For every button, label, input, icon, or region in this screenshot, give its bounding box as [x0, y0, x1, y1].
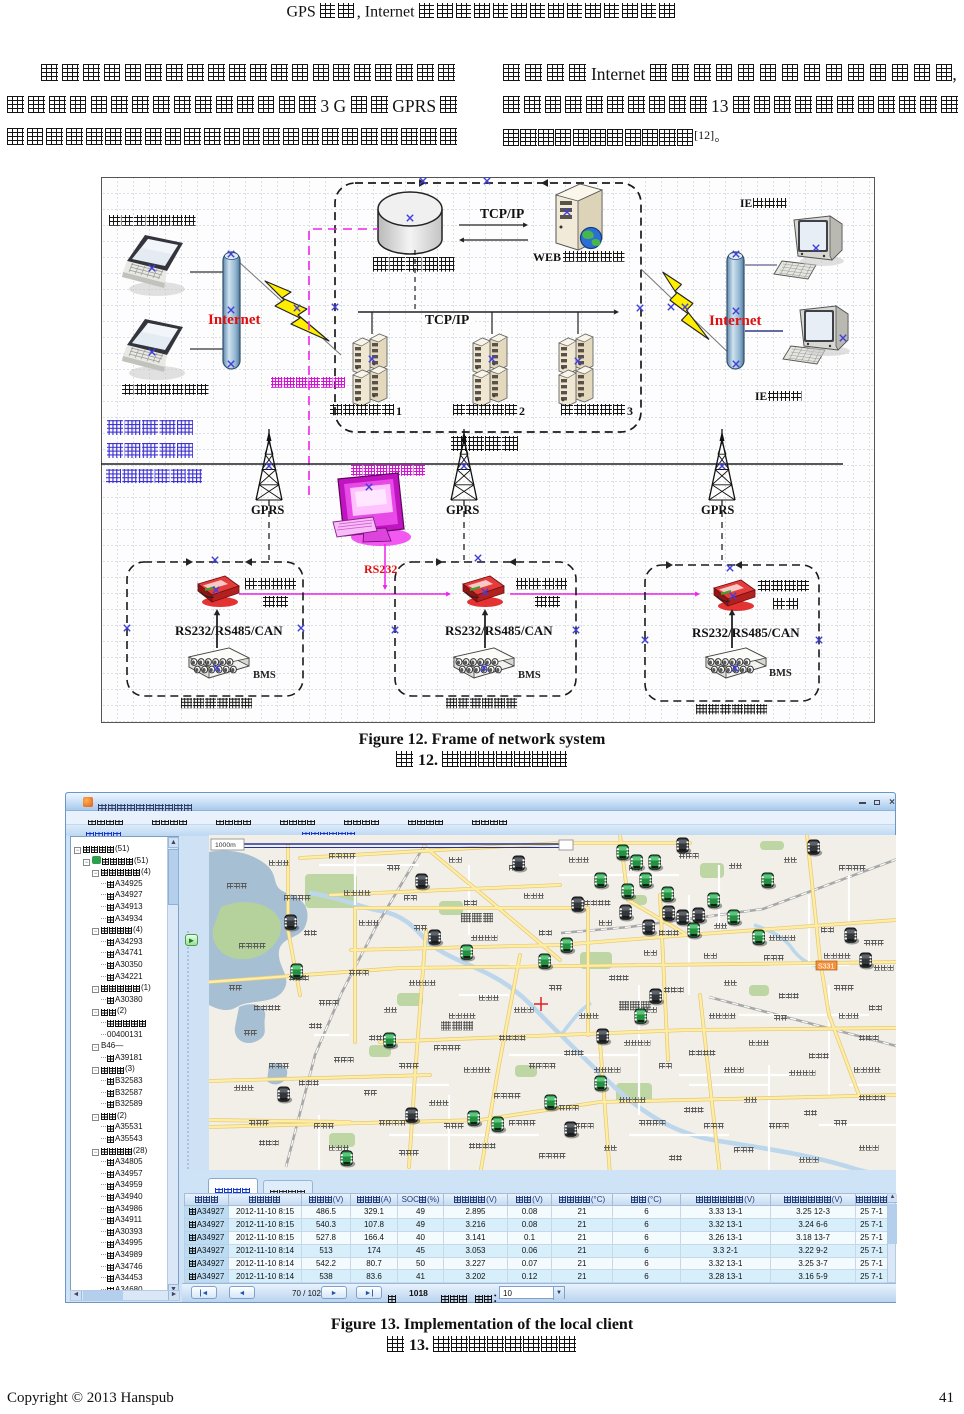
svg-text:Internet: Internet [208, 312, 261, 328]
svg-text:TCP/IP: TCP/IP [480, 206, 524, 221]
svg-text:BMS: BMS [518, 670, 541, 681]
svg-text:RS232/RS485/CAN: RS232/RS485/CAN [692, 625, 800, 640]
svg-text:BMS: BMS [253, 670, 276, 681]
svg-text:WEB: WEB [533, 250, 561, 264]
svg-text:RS232/RS485/CAN: RS232/RS485/CAN [175, 623, 283, 638]
svg-text:Internet: Internet [709, 313, 762, 329]
svg-text:2: 2 [519, 404, 525, 418]
svg-text:3: 3 [627, 404, 633, 418]
svg-text:1000m: 1000m [215, 842, 236, 849]
svg-text:RS232/RS485/CAN: RS232/RS485/CAN [445, 623, 553, 638]
svg-text:IE: IE [755, 391, 767, 403]
svg-text:TCP/IP: TCP/IP [425, 312, 469, 327]
svg-text:S331: S331 [818, 964, 834, 971]
svg-text:GPRS: GPRS [251, 503, 284, 517]
svg-text:GPRS: GPRS [701, 503, 734, 517]
svg-text:GPRS: GPRS [446, 503, 479, 517]
svg-text:IE: IE [740, 198, 752, 210]
svg-text:1: 1 [396, 404, 402, 418]
svg-text:BMS: BMS [769, 668, 792, 679]
svg-text:RS232: RS232 [364, 562, 397, 576]
